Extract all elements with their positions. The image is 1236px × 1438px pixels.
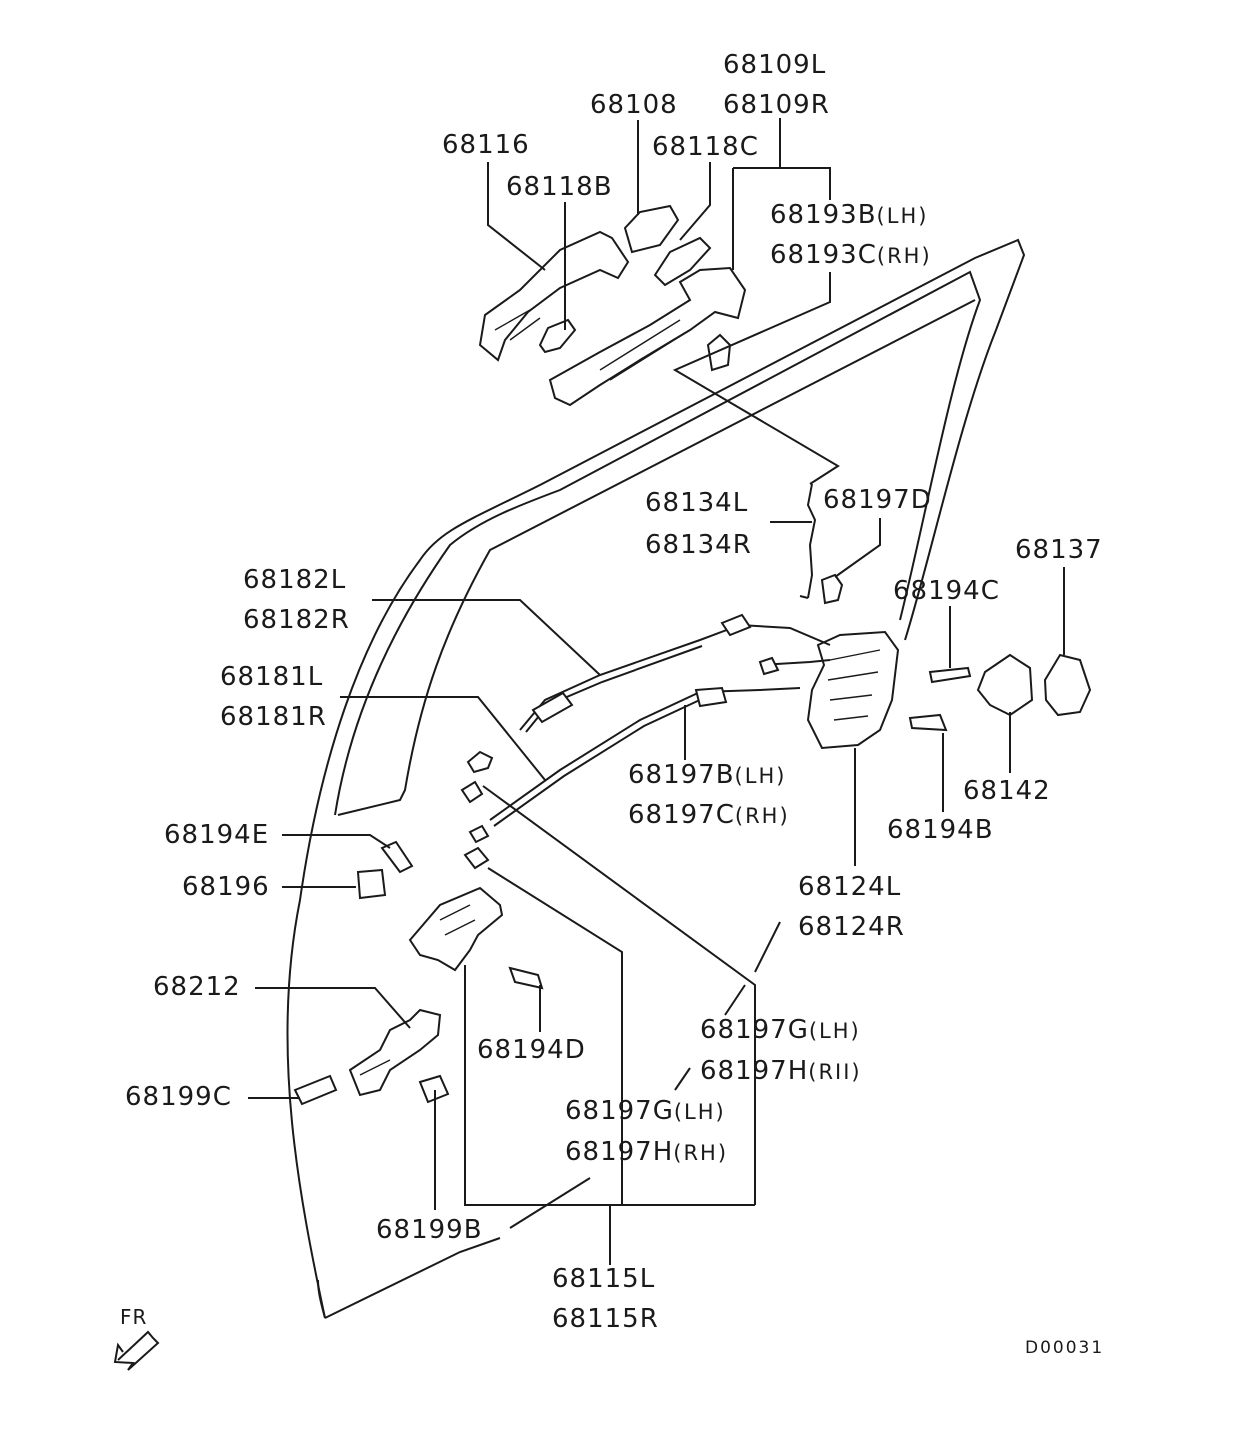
label-68109L: 68109L — [723, 50, 827, 80]
door-outline — [286, 238, 1026, 1319]
striker — [976, 653, 1092, 717]
label-68194D: 68194D — [477, 1035, 586, 1065]
rod — [806, 483, 817, 599]
cables — [489, 613, 831, 827]
label-68193B: 68193B(LH) — [770, 200, 929, 230]
label-68134R: 68134R — [645, 530, 752, 560]
label-68194E: 68194E — [164, 820, 270, 850]
label-68182R: 68182R — [243, 605, 350, 635]
diagram-code: D00031 — [1025, 1338, 1105, 1358]
label-68196: 68196 — [182, 872, 270, 902]
label-68197G-b: 68197G(LH) — [565, 1096, 726, 1126]
label-68197H-a: 68197H(RII) — [700, 1056, 862, 1086]
label-68124R: 68124R — [798, 912, 905, 942]
door-check — [348, 1008, 442, 1097]
door-latch-assembly — [806, 573, 900, 750]
label-68197H-b: 68197H(RH) — [565, 1137, 729, 1167]
label-68116: 68116 — [442, 130, 530, 160]
label-68137: 68137 — [1015, 535, 1103, 565]
label-68134L: 68134L — [645, 488, 749, 518]
label-68115L: 68115L — [552, 1264, 656, 1294]
inside-handle — [408, 886, 504, 972]
label-68194C: 68194C — [893, 576, 1000, 606]
label-68118C: 68118C — [652, 132, 759, 162]
label-68197G-a: 68197G(LH) — [700, 1015, 861, 1045]
label-68142: 68142 — [963, 776, 1051, 806]
label-68109R: 68109R — [723, 90, 830, 120]
label-68108: 68108 — [590, 90, 678, 120]
label-68199C: 68199C — [125, 1082, 232, 1112]
label-68197B: 68197B(LH) — [628, 760, 787, 790]
label-68193C: 68193C(RH) — [770, 240, 932, 270]
label-68197D: 68197D — [823, 485, 932, 515]
label-68194B: 68194B — [887, 815, 994, 845]
label-68212: 68212 — [153, 972, 241, 1002]
label-68199B: 68199B — [376, 1215, 483, 1245]
label-68115R: 68115R — [552, 1304, 659, 1334]
front-arrow-icon — [113, 1330, 160, 1371]
screws — [293, 666, 972, 1106]
label-68181R: 68181R — [220, 702, 327, 732]
clips — [460, 750, 494, 870]
label-68197C: 68197C(RH) — [628, 800, 790, 830]
label-68182L: 68182L — [243, 565, 347, 595]
label-68181L: 68181L — [220, 662, 324, 692]
leader-lines — [248, 118, 1065, 1265]
label-68124L: 68124L — [798, 872, 902, 902]
label-68118B: 68118B — [506, 172, 613, 202]
front-indicator-label: FR — [120, 1305, 148, 1329]
outside-handle-assembly — [478, 204, 747, 407]
